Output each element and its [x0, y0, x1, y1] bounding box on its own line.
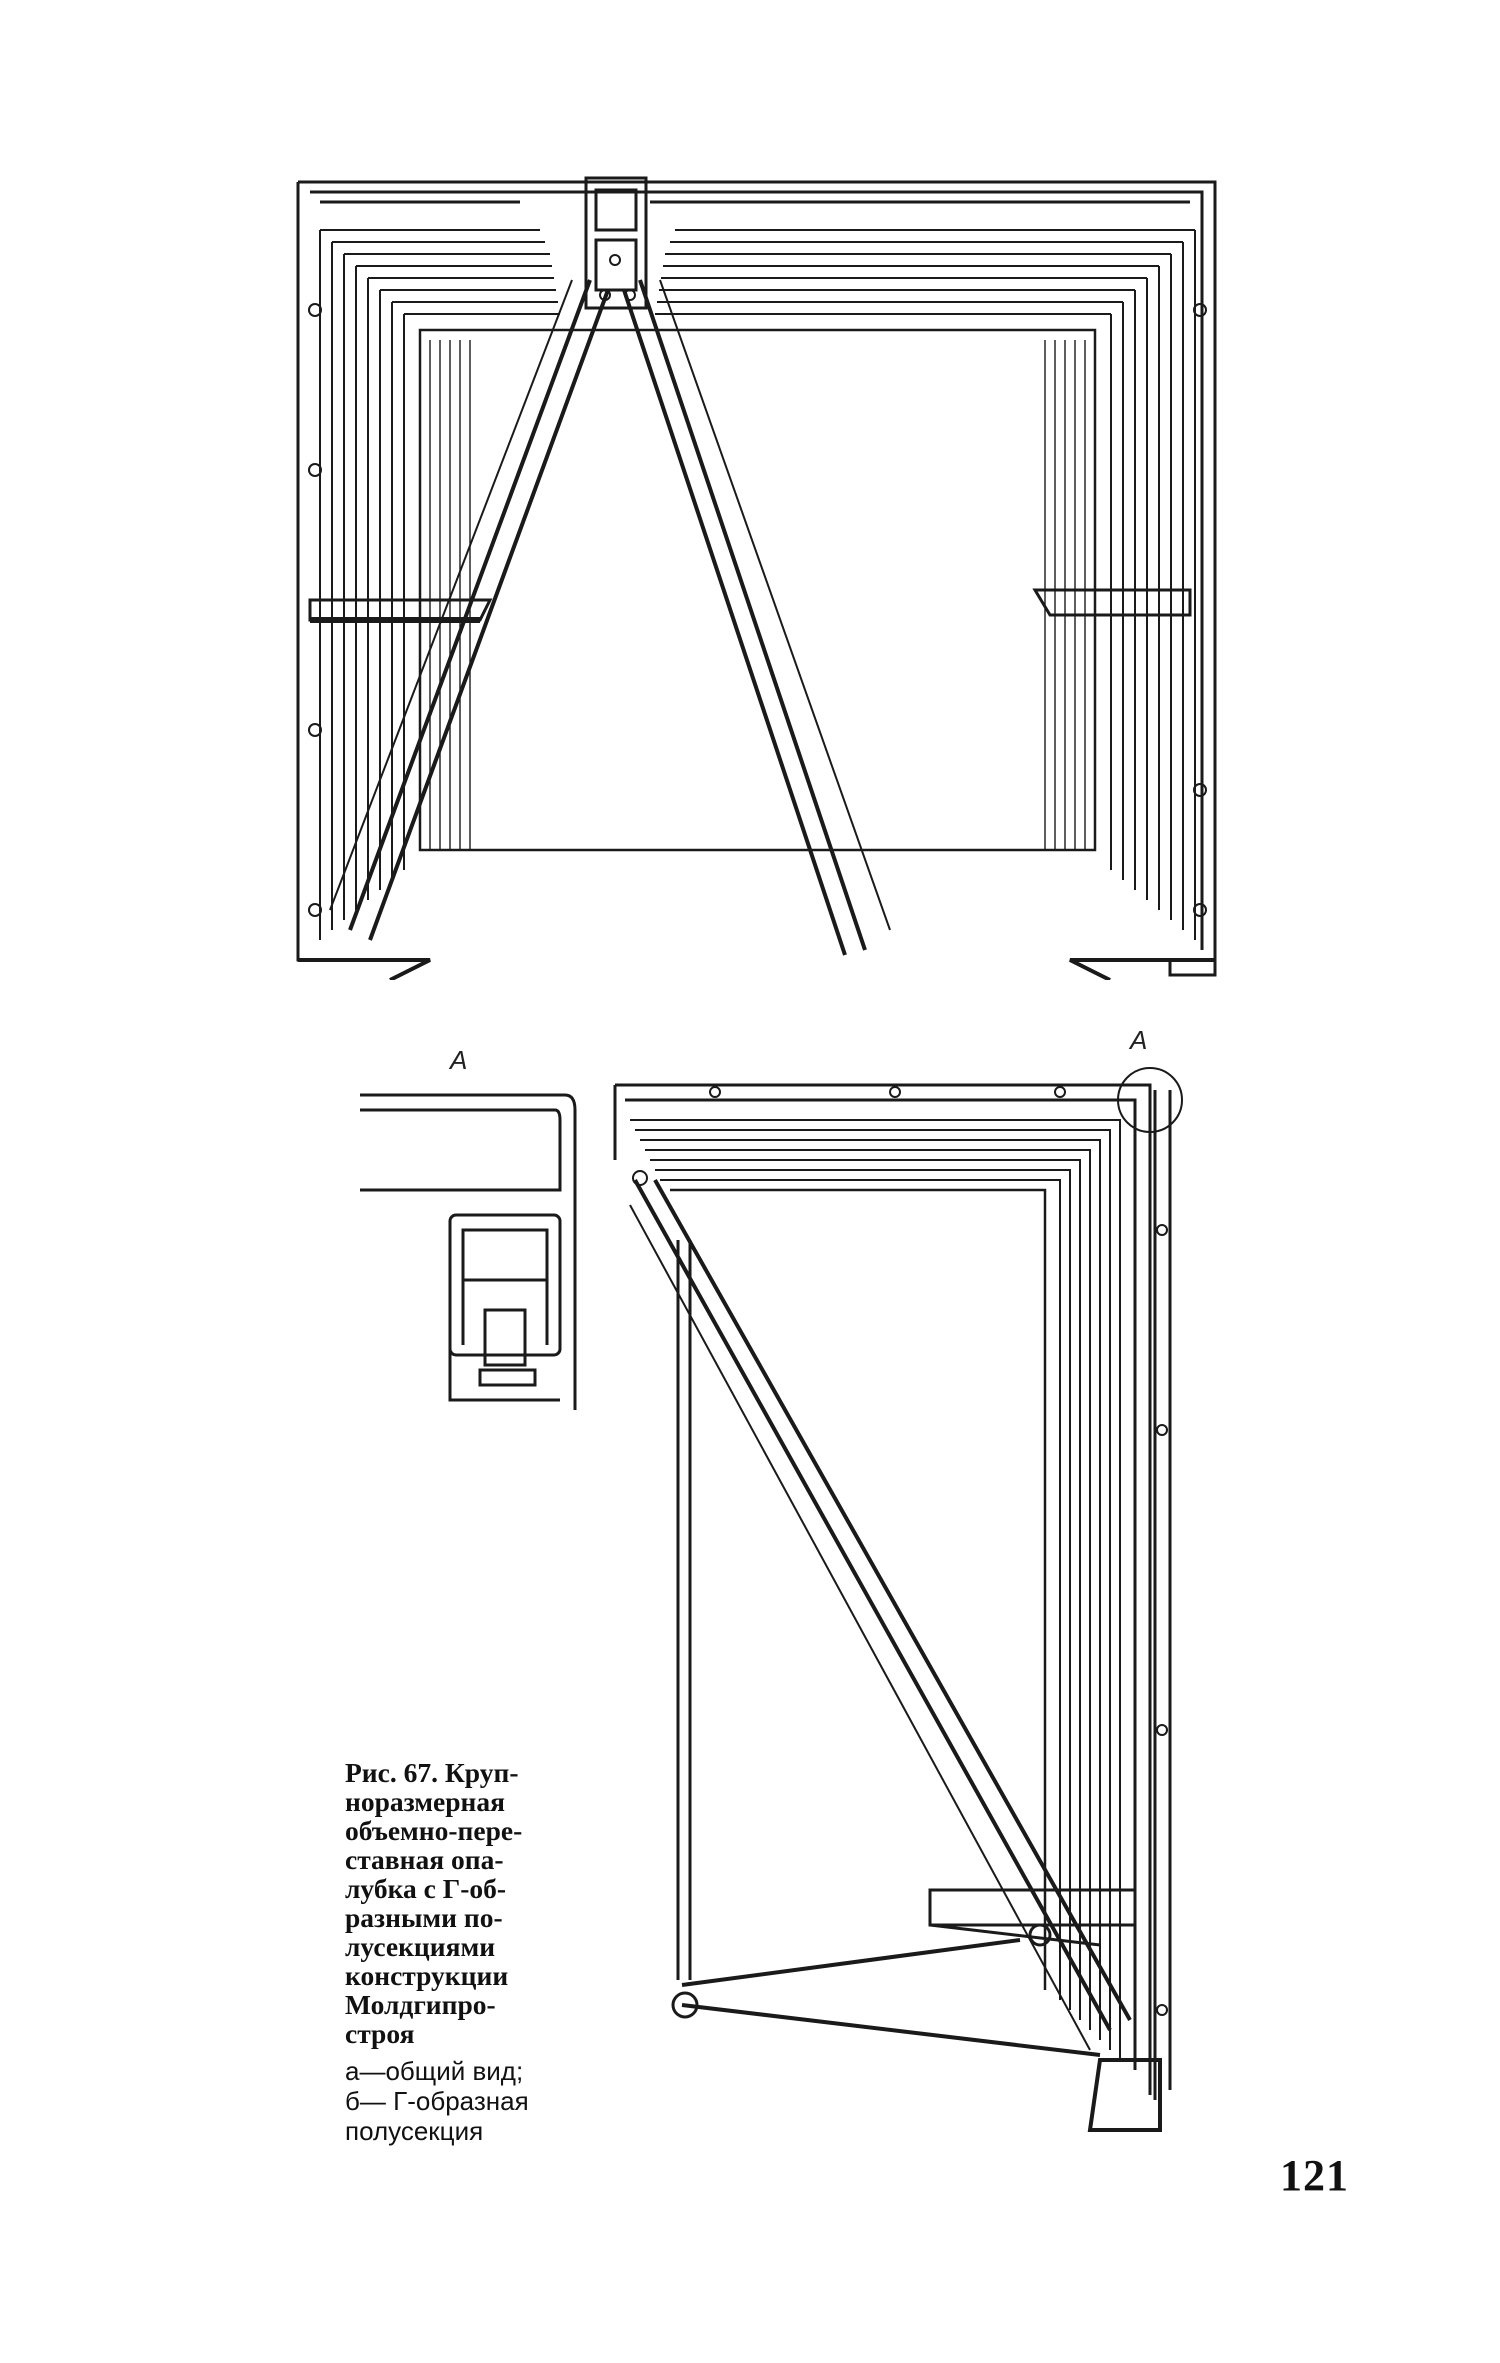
caption-title-line: норазмерная [345, 1786, 506, 1817]
caption-title-line: лусекциями [345, 1931, 496, 1962]
caption-legend: а—общий вид; б— Г-образная полусекция [345, 2056, 557, 2146]
caption-title-line: объемно-пере- [345, 1815, 523, 1846]
legend-line: а—общий вид; [345, 2056, 524, 2086]
caption-title: Рис. 67. Круп- норазмерная объемно-пере-… [345, 1758, 557, 2048]
l-shaped-half-section-illustration [613, 1067, 1183, 2132]
page-number: 121 [1280, 2151, 1349, 2200]
caption-title-line: строя [345, 2018, 415, 2049]
caption-title-line: разными по- [345, 1902, 503, 1933]
formwork-general-view-illustration [296, 176, 1217, 980]
figure-caption: Рис. 67. Круп- норазмерная объемно-пере-… [345, 1758, 557, 2146]
detail-label: A [450, 1045, 468, 1075]
caption-title-line: лубка с Г-об- [345, 1873, 507, 1904]
caption-title-line: ставная опа- [345, 1844, 504, 1875]
callout-label: A [1130, 1025, 1148, 1055]
legend-line: б— Г-образная [345, 2086, 529, 2116]
caption-title-line: Рис. 67. Круп- [345, 1757, 519, 1788]
caption-title-line: Молдгипро- [345, 1989, 496, 2020]
legend-line: полусекция [345, 2116, 484, 2146]
caption-title-line: конструкции [345, 1960, 509, 1991]
detail-a-cross-section [360, 1093, 577, 1410]
